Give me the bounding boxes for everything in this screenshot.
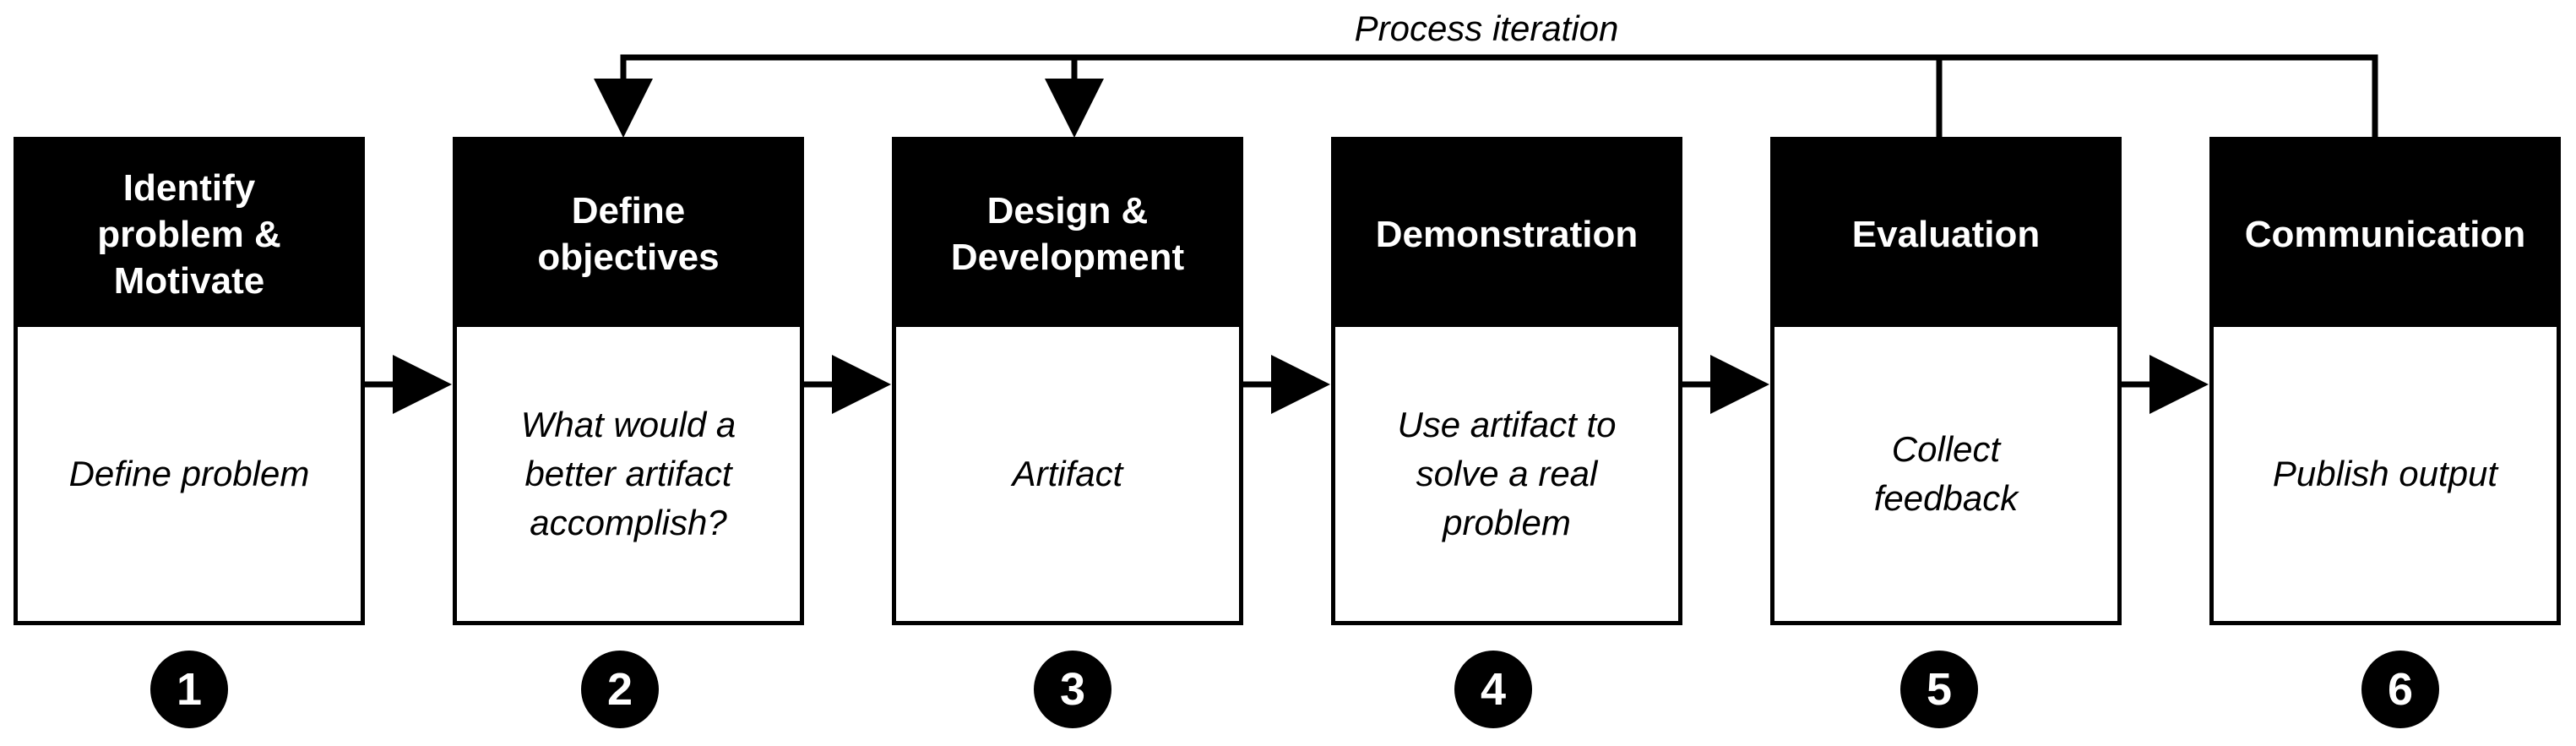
- step-3-description: Artifact: [1012, 454, 1123, 493]
- step-1-body: Define problem: [18, 327, 361, 621]
- step-5-box: Evaluation Collect feedback: [1770, 137, 2122, 625]
- step-3-title: Design & Development: [950, 190, 1185, 278]
- step-3-number-badge: 3: [1034, 651, 1111, 728]
- step-5-description: Collect feedback: [1873, 429, 2019, 518]
- step-5-number-badge: 5: [1900, 651, 1978, 728]
- step-6-number-badge: 6: [2361, 651, 2439, 728]
- step-6-description: Publish output: [2272, 454, 2498, 493]
- step-2-box: Define objectives What would a better ar…: [453, 137, 804, 625]
- iteration-loop-line: [620, 54, 2378, 137]
- step-2-body: What would a better artifact accomplish?: [457, 327, 800, 621]
- step-4-title: Demonstration: [1375, 213, 1639, 255]
- step-6-title: Communication: [2244, 213, 2526, 255]
- step-1-number-badge: 1: [150, 651, 228, 728]
- step-6-header: Communication: [2214, 141, 2557, 327]
- step-3-box: Design & Development Artifact: [892, 137, 1243, 625]
- step-4-body: Use artifact to solve a real problem: [1335, 327, 1678, 621]
- step-1-description: Define problem: [68, 454, 310, 493]
- step-5-header: Evaluation: [1774, 141, 2117, 327]
- step-3-body: Artifact: [896, 327, 1239, 621]
- step-3-header: Design & Development: [896, 141, 1239, 327]
- step-1-box: Identify problem & Motivate Define probl…: [14, 137, 365, 625]
- step-2-header: Define objectives: [457, 141, 800, 327]
- step-6-body: Publish output: [2214, 327, 2557, 621]
- process-iteration-label: Process iteration: [1354, 8, 1619, 48]
- step-5-body: Collect feedback: [1774, 327, 2117, 621]
- step-1-title: Identify problem & Motivate: [97, 166, 281, 302]
- step-1-header: Identify problem & Motivate: [18, 141, 361, 327]
- step-2-description: What would a better artifact accomplish?: [520, 405, 736, 542]
- step-6-box: Communication Publish output: [2209, 137, 2561, 625]
- step-4-header: Demonstration: [1335, 141, 1678, 327]
- step-4-number-badge: 4: [1454, 651, 1532, 728]
- step-5-title: Evaluation: [1851, 213, 2041, 255]
- step-2-title: Define objectives: [537, 190, 720, 278]
- step-4-description: Use artifact to solve a real problem: [1397, 405, 1617, 542]
- step-4-box: Demonstration Use artifact to solve a re…: [1331, 137, 1682, 625]
- step-2-number-badge: 2: [581, 651, 659, 728]
